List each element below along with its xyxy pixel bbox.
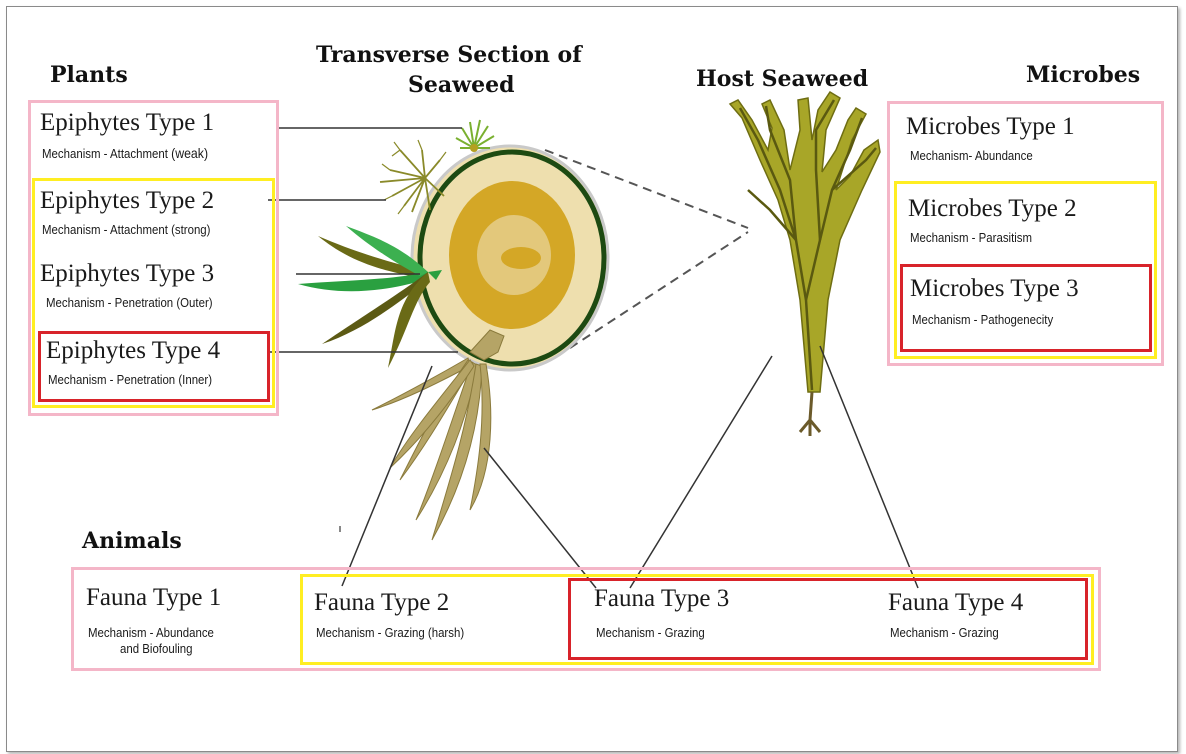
microbes-type-3-label: Microbes Type 3 <box>910 276 1079 301</box>
heading-microbes: Microbes <box>1026 62 1140 88</box>
epiphytes-type-3-mechanism: Mechanism - Penetration (Outer) <box>46 296 213 310</box>
heading-host-seaweed: Host Seaweed <box>696 66 868 92</box>
epiphytes-type-4-mechanism: Mechanism - Penetration (Inner) <box>48 373 212 387</box>
epiphytes-type-1-label: Epiphytes Type 1 <box>40 110 214 135</box>
fauna-type-2-label: Fauna Type 2 <box>314 590 449 615</box>
epiphytes-type-1-mechanism: Mechanism - Attachment (weak) <box>42 146 208 161</box>
fauna-type-4-mechanism: Mechanism - Grazing <box>890 626 999 640</box>
epiphyte-type-1-drawing <box>456 120 494 152</box>
heading-animals: Animals <box>82 528 182 554</box>
heading-section-line1: Transverse Section of <box>316 42 582 68</box>
seaweed-cross-section <box>412 146 608 370</box>
epiphytes-type-4-label: Epiphytes Type 4 <box>46 338 220 363</box>
fauna-type-1-label: Fauna Type 1 <box>86 585 221 610</box>
fauna-type-1-mechanism: Mechanism - Abundance <box>88 626 214 640</box>
epiphytes-type-2-mechanism: Mechanism - Attachment (strong) <box>42 223 210 237</box>
epiphytes-type-3-label: Epiphytes Type 3 <box>40 261 214 286</box>
microbes-type-2-label: Microbes Type 2 <box>908 196 1077 221</box>
fauna-type-1-mechanism-line2: and Biofouling <box>120 642 193 656</box>
fauna-type-4-label: Fauna Type 4 <box>888 590 1023 615</box>
microbes-type-1-label: Microbes Type 1 <box>906 114 1075 139</box>
host-holdfast <box>800 392 820 436</box>
microbes-type-1-mechanism: Mechanism- Abundance <box>910 149 1033 163</box>
epiphytes-type-2-label: Epiphytes Type 2 <box>40 188 214 213</box>
fauna-type-3-mechanism: Mechanism - Grazing <box>596 626 705 640</box>
microbes-type-2-mechanism: Mechanism - Parasitism <box>910 231 1032 245</box>
fauna-type-2-mechanism: Mechanism - Grazing (harsh) <box>316 626 464 640</box>
fauna-type-3-label: Fauna Type 3 <box>594 586 729 611</box>
host-seaweed <box>730 92 880 392</box>
heading-section-line2: Seaweed <box>408 72 514 98</box>
heading-plants: Plants <box>50 62 128 88</box>
microbes-type-3-mechanism: Mechanism - Pathogenecity <box>912 313 1053 327</box>
